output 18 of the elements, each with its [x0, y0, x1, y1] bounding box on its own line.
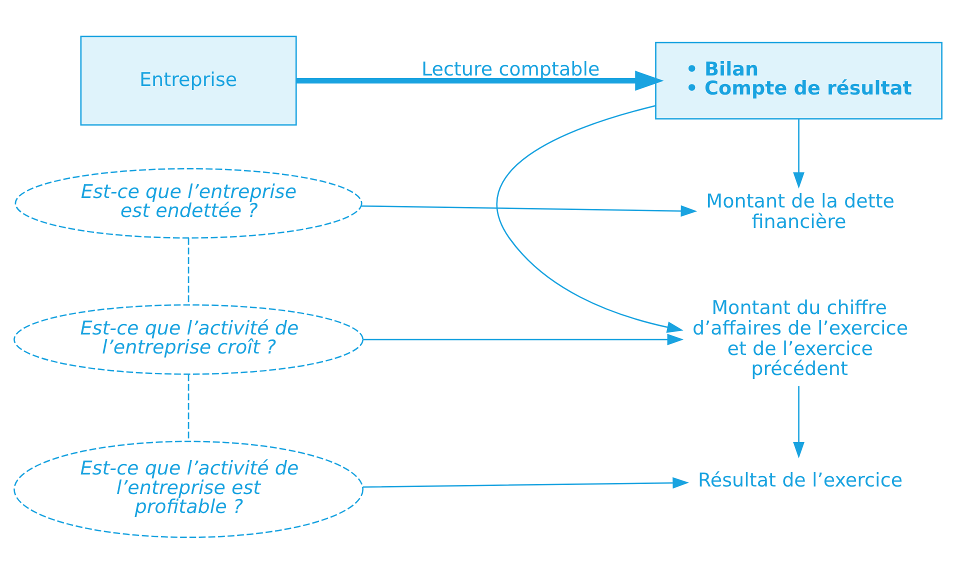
- node-ellipse: Est-ce que l’entreprise est endettée ?: [14, 168, 362, 238]
- connector: [188, 238, 190, 304]
- node-box: Entreprise: [80, 35, 297, 126]
- node-ellipse: Est-ce que l’activité de l’entreprise est profitable ?: [14, 440, 364, 538]
- arrow: [296, 70, 664, 90]
- node-text: Montant de la dette financière: [706, 190, 895, 233]
- node-ellipse: Est-ce que l’activité de l’entreprise croît ?: [14, 304, 364, 374]
- node-text: Montant du chiffre d’affaires de l’exercice et de l’exercice précédent: [692, 296, 908, 380]
- connector: [188, 374, 190, 440]
- arrow: [362, 476, 690, 488]
- arrow: [363, 333, 684, 345]
- arrow: [496, 104, 684, 332]
- arrow: [793, 386, 804, 458]
- node-box: • Bilan • Compte de résultat: [655, 41, 942, 120]
- node-text: Résultat de l’exercice: [698, 468, 903, 491]
- edge-label: Lecture comptable: [421, 58, 600, 80]
- arrow: [793, 118, 804, 188]
- arrow: [362, 204, 698, 216]
